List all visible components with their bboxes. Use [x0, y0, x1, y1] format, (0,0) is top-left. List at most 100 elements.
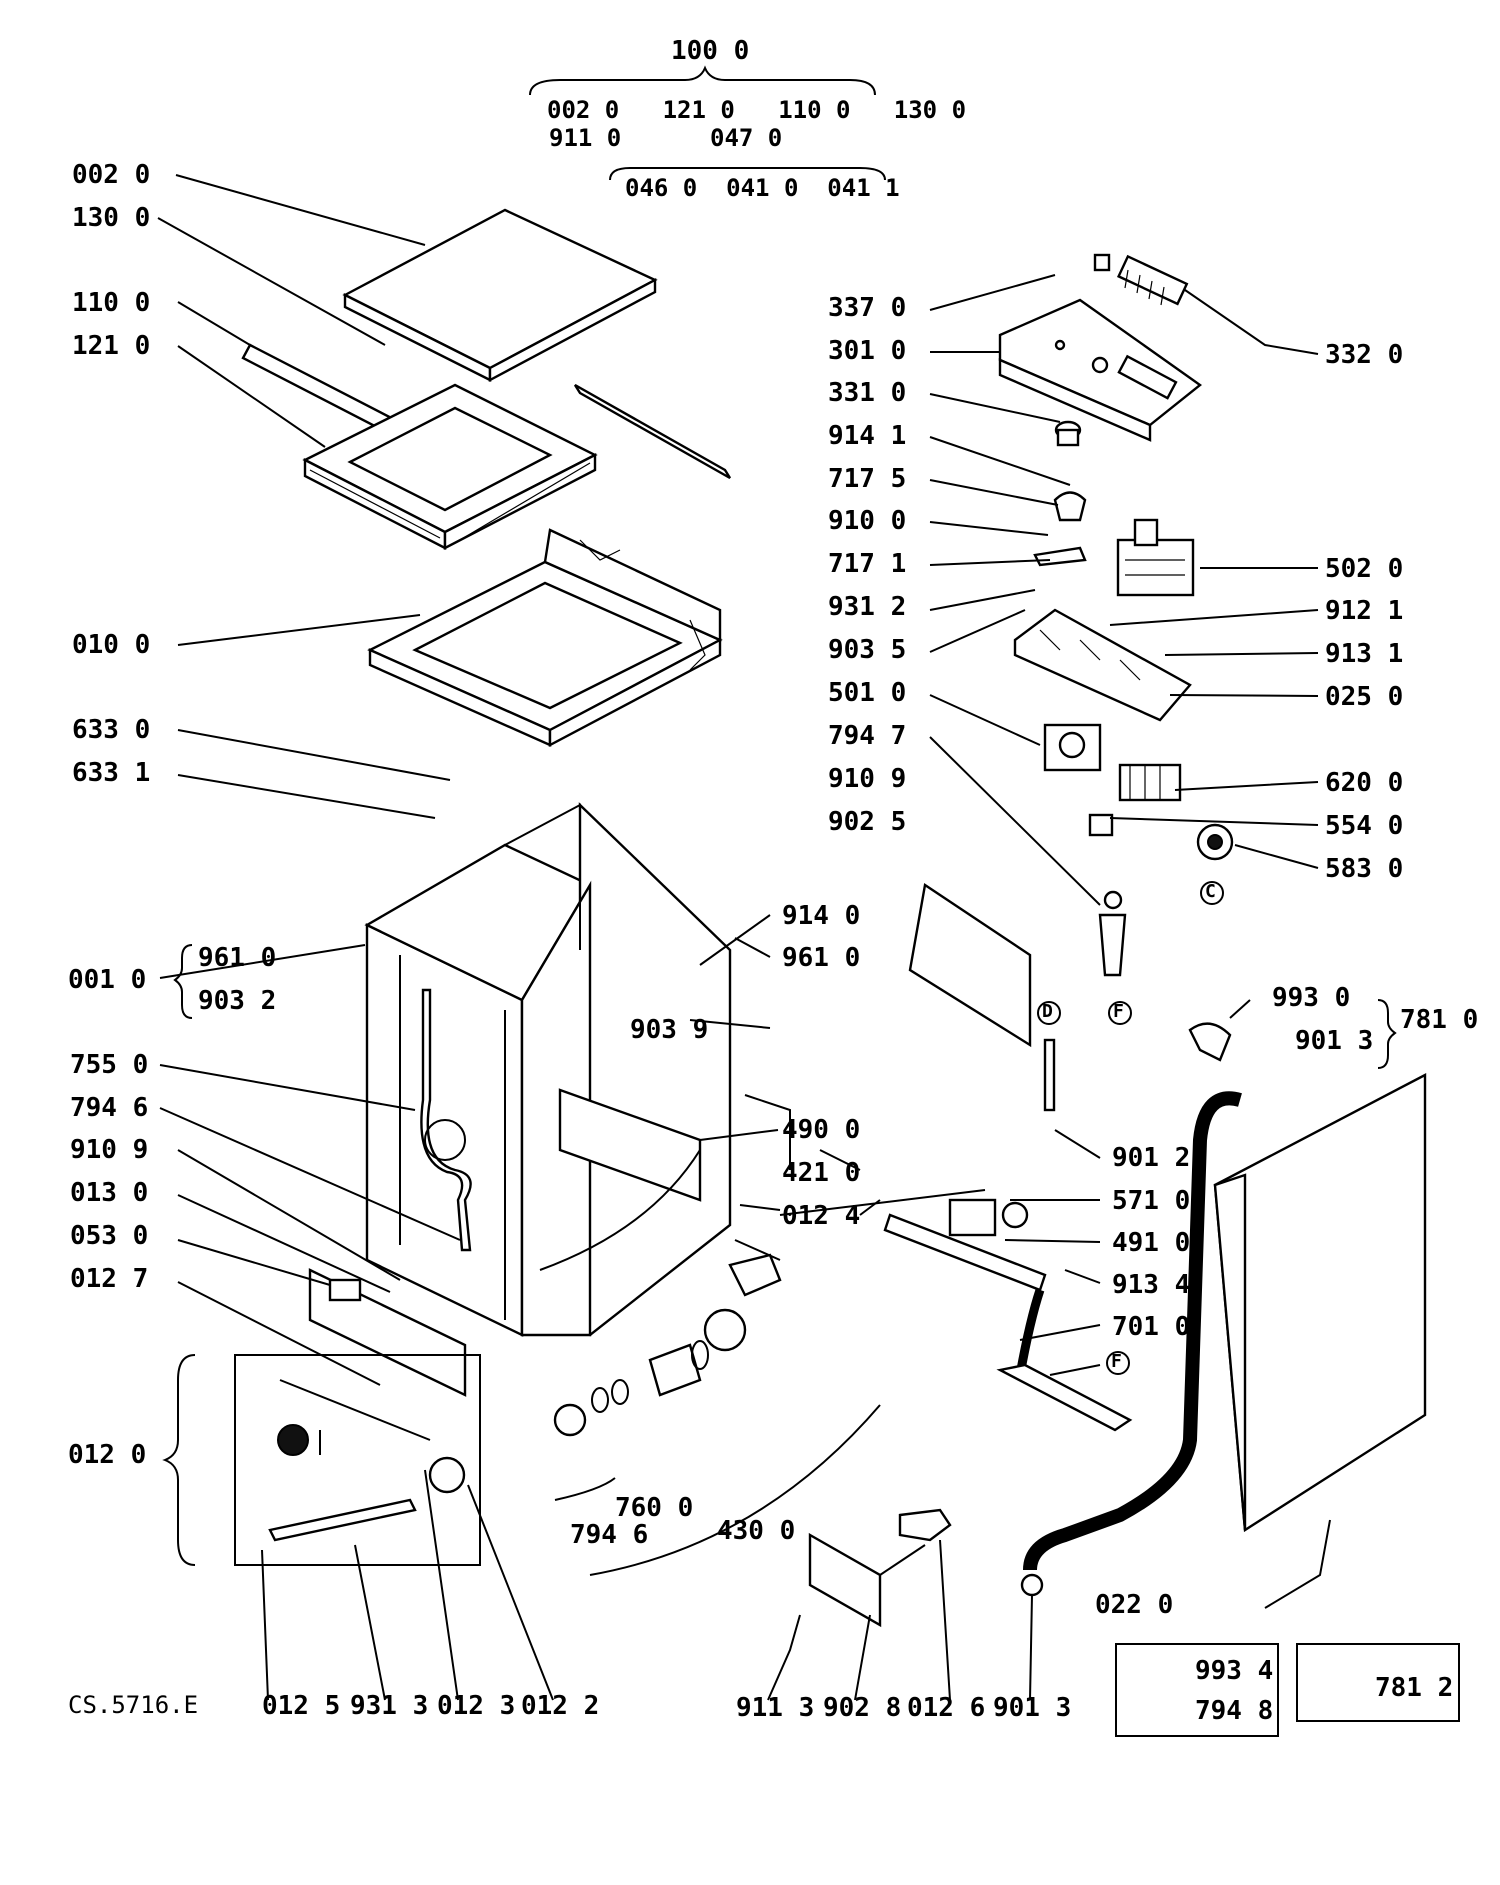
label-717-1: 717 1	[828, 549, 907, 579]
small-switch	[1088, 813, 1114, 837]
label-903-5: 903 5	[828, 635, 907, 665]
label-701: 701 0	[1112, 1312, 1191, 1342]
cabinet-back	[578, 802, 732, 1337]
assembly-sub-row1: 002 0 121 0 110 0 130 0	[547, 96, 967, 124]
label-794-7: 794 7	[828, 721, 907, 751]
callout-f-circle-2	[1106, 1351, 1130, 1375]
label-931-2: 931 2	[828, 592, 907, 622]
label-794-6: 794 6	[70, 1093, 149, 1123]
pump-parts	[553, 1253, 782, 1437]
label-012-0: 012 0	[68, 1440, 147, 1470]
label-910-9-b: 910 9	[828, 764, 907, 794]
callout-f-1: F	[1113, 1001, 1124, 1022]
label-583: 583 0	[1325, 854, 1404, 884]
assembly-sub-row2b: 047 0	[710, 124, 783, 152]
legend-box-hose-end	[1296, 1643, 1460, 1722]
legend-993-4: 993 4	[1195, 1656, 1274, 1686]
label-337: 337 0	[828, 293, 907, 323]
callout-d: D	[1042, 1001, 1053, 1022]
label-130: 130 0	[72, 203, 151, 233]
label-910-0: 910 0	[828, 506, 907, 536]
label-961-0-group: 961 0	[198, 943, 277, 973]
brace-047	[609, 167, 886, 181]
label-794-6-b: 794 6	[570, 1520, 649, 1550]
assembly-sub-row2a: 911 0	[549, 124, 622, 152]
label-903-2: 903 2	[198, 986, 277, 1016]
label-901-2: 901 2	[1112, 1143, 1191, 1173]
label-633-0: 633 0	[72, 715, 151, 745]
label-012-4: 012 4	[782, 1201, 861, 1231]
label-002: 002 0	[72, 160, 151, 190]
drain-hose-781	[1023, 1091, 1242, 1571]
circuit-board	[1013, 608, 1192, 722]
label-025: 025 0	[1325, 682, 1404, 712]
label-914-0: 914 0	[782, 901, 861, 931]
legend-794-8: 794 8	[1195, 1696, 1274, 1726]
label-301: 301 0	[828, 336, 907, 366]
programmer	[1116, 518, 1195, 597]
label-903-9: 903 9	[630, 1015, 709, 1045]
label-910-9: 910 9	[70, 1135, 149, 1165]
drain-hose	[420, 988, 472, 1252]
timer-motor	[1043, 723, 1102, 772]
callout-d-circle	[1037, 1001, 1061, 1025]
side-panel-022	[1213, 1073, 1427, 1533]
label-012-5: 012 5	[262, 1691, 341, 1721]
label-902-5: 902 5	[828, 807, 907, 837]
fill-hose	[1015, 1288, 1045, 1376]
label-911-3: 911 3	[736, 1693, 815, 1723]
label-902-8: 902 8	[823, 1693, 902, 1723]
label-554: 554 0	[1325, 811, 1404, 841]
legend-781-2: 781 2	[1375, 1673, 1454, 1703]
callout-c-circle	[1200, 881, 1224, 905]
label-501: 501 0	[828, 678, 907, 708]
label-914-1: 914 1	[828, 421, 907, 451]
label-760: 760 0	[615, 1493, 694, 1523]
lid-panel	[342, 208, 658, 370]
label-012-2: 012 2	[521, 1691, 600, 1721]
inlet-valve-bracket	[883, 1198, 1047, 1292]
brace-012	[162, 1354, 196, 1566]
brace-001	[173, 944, 193, 1019]
label-993-0: 993 0	[1272, 983, 1351, 1013]
label-901-3-group: 901 3	[1295, 1026, 1374, 1056]
front-panel-strip	[308, 1268, 467, 1397]
legend-box-small-parts	[1115, 1643, 1279, 1737]
label-491: 491 0	[1112, 1228, 1191, 1258]
label-331: 331 0	[828, 378, 907, 408]
detail-box	[234, 1354, 481, 1566]
label-013: 013 0	[70, 1178, 149, 1208]
label-012-6: 012 6	[907, 1693, 986, 1723]
label-571: 571 0	[1112, 1186, 1191, 1216]
label-931-3: 931 3	[350, 1691, 429, 1721]
label-022: 022 0	[1095, 1590, 1174, 1620]
switch-block	[1116, 254, 1189, 306]
label-053: 053 0	[70, 1221, 149, 1251]
label-620: 620 0	[1325, 768, 1404, 798]
callout-f-2: F	[1111, 1351, 1122, 1372]
label-961-0: 961 0	[782, 943, 861, 973]
callout-c: C	[1205, 881, 1216, 902]
label-121: 121 0	[72, 331, 151, 361]
label-430: 430 0	[717, 1516, 796, 1546]
label-010: 010 0	[72, 630, 151, 660]
assembly-top-label: 100 0	[671, 36, 750, 66]
brace-781	[1377, 999, 1397, 1069]
label-913-1: 913 1	[1325, 639, 1404, 669]
figure-code: CS.5716.E	[68, 1691, 199, 1719]
filter-block	[1118, 763, 1182, 802]
label-633-1: 633 1	[72, 758, 151, 788]
brace-100	[529, 65, 876, 96]
label-421: 421 0	[782, 1158, 861, 1188]
label-012-7: 012 7	[70, 1264, 149, 1294]
label-490: 490 0	[782, 1115, 861, 1145]
side-sheet	[908, 882, 1032, 1048]
label-502: 502 0	[1325, 554, 1404, 584]
label-913-4: 913 4	[1112, 1270, 1191, 1300]
pump-bracket	[808, 1508, 952, 1628]
label-912-1: 912 1	[1325, 596, 1404, 626]
label-110: 110 0	[72, 288, 151, 318]
assembly-sub-row3: 046 0 041 0 041 1	[625, 174, 900, 202]
